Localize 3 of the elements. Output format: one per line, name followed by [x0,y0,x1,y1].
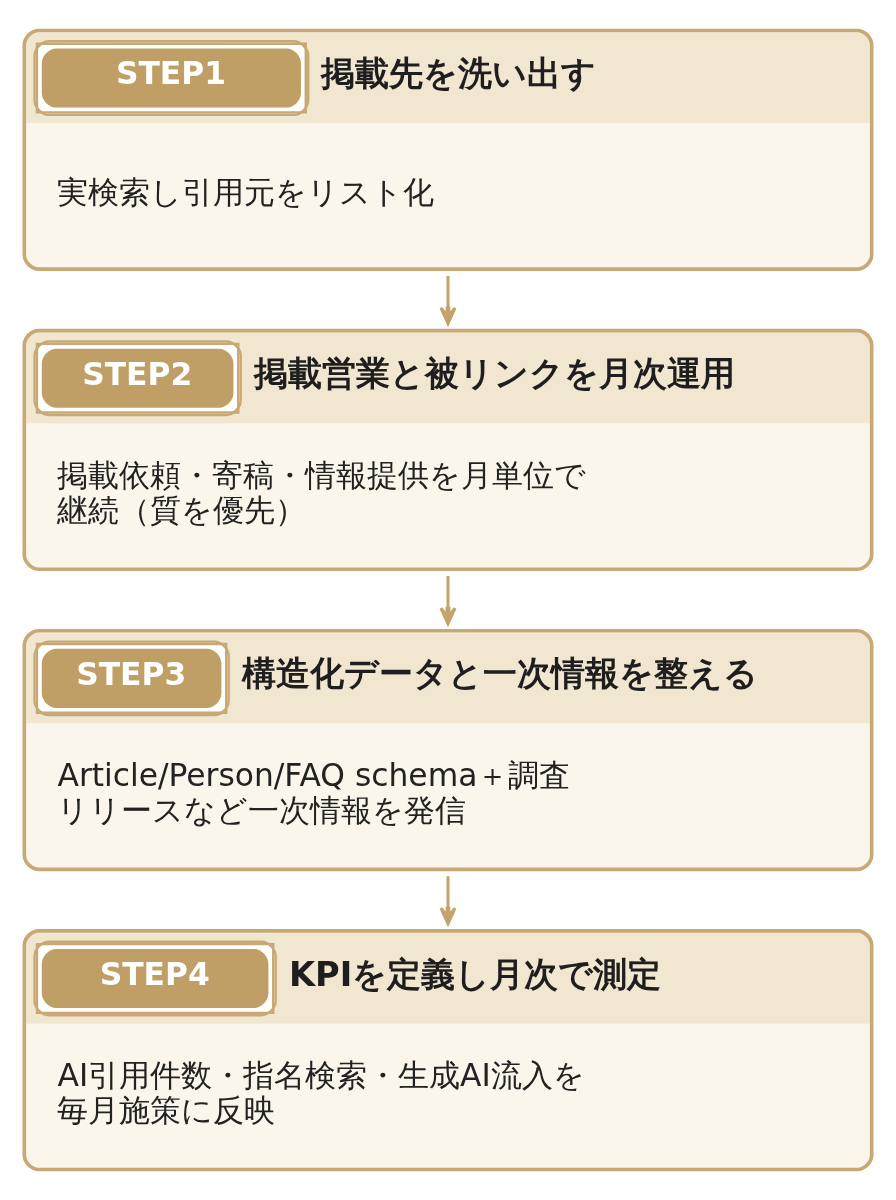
arrow [439,576,457,626]
arrow [439,876,457,926]
arrow [439,275,457,326]
